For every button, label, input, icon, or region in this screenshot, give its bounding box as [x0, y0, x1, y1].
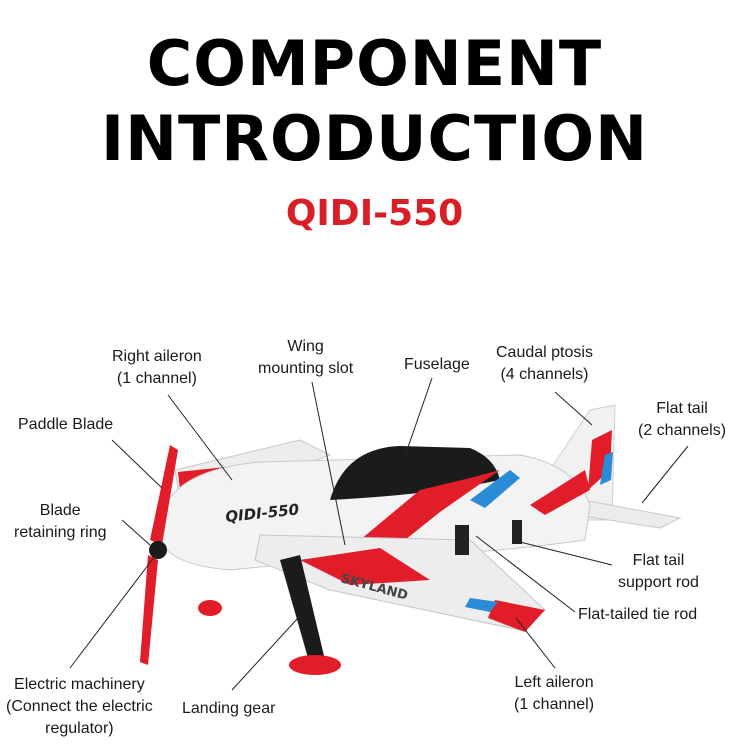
leader-fuselage [404, 377, 433, 457]
landing-gear-strut [280, 555, 325, 665]
leader-blade-ring [121, 519, 151, 546]
model-name: QIDI-550 [285, 193, 464, 234]
leader-wing-slot [311, 381, 346, 546]
leader-tail-rod [519, 541, 613, 566]
page-title-line1: COMPONENT [146, 27, 603, 100]
leader-flat-tail [641, 445, 689, 504]
front-wheel [198, 600, 222, 616]
leader-caudal [554, 391, 593, 426]
spinner [149, 541, 167, 559]
fuselage-stripe-red-2 [530, 470, 590, 515]
leader-right-aileron [167, 394, 233, 481]
label-right-aileron: Right aileron(1 channel) [112, 348, 202, 387]
leader-landing-gear [231, 617, 299, 691]
propeller-blade-bottom [140, 555, 158, 665]
label-paddle: Paddle Blade [18, 416, 114, 433]
left-wing-stripe-blue [465, 598, 498, 612]
landing-gear-wheel [289, 655, 341, 675]
label-flat-tail: Flat tail(2 channels) [638, 400, 727, 439]
leader-left-aileron [515, 617, 556, 669]
fuselage-stripe-red [360, 470, 500, 548]
label-landing-gear: Landing gear [182, 700, 276, 717]
leader-lines [69, 377, 689, 691]
page-title-line2: INTRODUCTION [101, 102, 648, 175]
tail-stripe-red [588, 430, 612, 490]
wing-slot-rect [455, 525, 469, 555]
label-tie-rod: Flat-tailed tie rod [578, 606, 698, 623]
fuselage-stripe-blue [470, 470, 520, 508]
label-caudal: Caudal ptosis(4 channels) [496, 344, 593, 383]
propeller-blade-top [150, 445, 178, 545]
left-aileron-red [488, 600, 545, 632]
tail-slot-rect [512, 520, 522, 544]
label-fuselage: Fuselage [404, 356, 470, 373]
label-left-aileron: Left aileron(1 channel) [514, 674, 595, 713]
left-wing-stripe-red [300, 548, 430, 585]
tail-stripe-blue [600, 452, 613, 485]
leader-paddle [111, 439, 163, 489]
leader-tie-rod [475, 535, 576, 613]
leader-motor [69, 551, 159, 669]
